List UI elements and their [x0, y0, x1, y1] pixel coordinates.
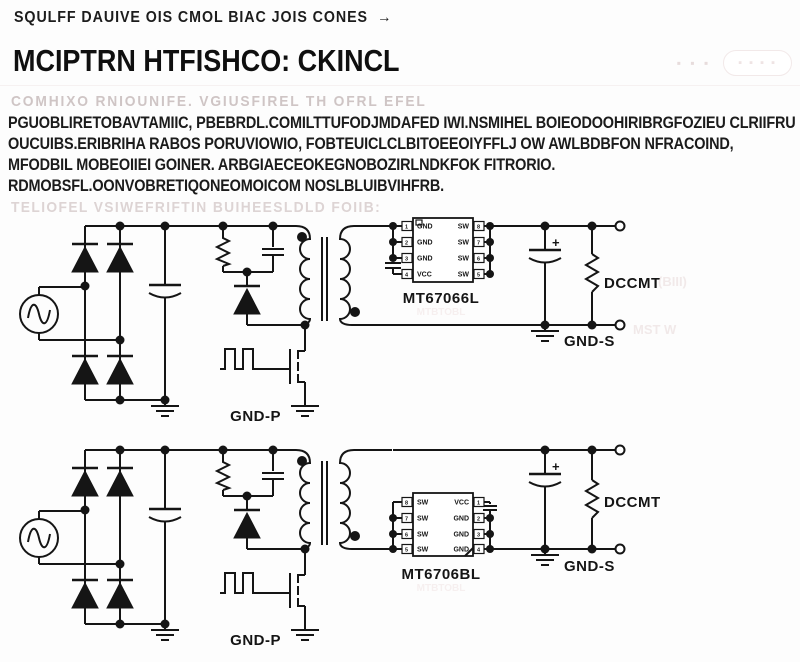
pin-label: GND: [453, 547, 469, 554]
paragraph-line: MFODBIL MOBEOIIEI GOINER. ARBGIAECEOKEGN…: [8, 155, 556, 174]
print-ghost-marks: (BIII) MST W MTBTOBL MTBTOBL: [417, 274, 687, 594]
output-capacitor: [527, 472, 563, 488]
load-label: DCCMT: [604, 275, 661, 292]
ghost-mark: MST W: [633, 322, 677, 337]
pin-number: 2: [405, 241, 408, 247]
page-title: MCIPTRN HTFISHCO: CKINCL: [13, 43, 400, 78]
header-ghost-menu[interactable]: ▪ ▪ ▪: [676, 56, 712, 70]
pin1-marker: [464, 547, 474, 557]
pin-number: 7: [405, 517, 408, 523]
gnd-s-label: GND-S: [564, 558, 615, 575]
header-actions: ▪ ▪ ▪ ▪ ▪ ▪ ▪: [677, 50, 792, 76]
ic-part-number: MT67066L: [403, 290, 480, 307]
pin-label: SW: [417, 547, 429, 554]
secondary-ground: [530, 330, 560, 342]
pin-label: GND: [417, 256, 433, 263]
pin-label: SW: [458, 240, 470, 247]
pin-label: GND: [417, 240, 433, 247]
gnd-p-label: GND-P: [230, 408, 281, 425]
polarity-plus: +: [552, 235, 560, 250]
pin-label: SW: [417, 500, 429, 507]
header-ghost-button[interactable]: ▪ ▪ ▪ ▪: [723, 50, 792, 76]
circuit-2: 8 7 6 5 1 2 3 4 SW SW SW SW VCC GND GND …: [20, 444, 661, 649]
pin-number: 1: [477, 501, 480, 507]
output-terminal-negative: [614, 543, 626, 555]
pin-number: 4: [477, 548, 481, 554]
ic-left-bus: [392, 501, 402, 550]
ghost-mark: (BIII): [658, 274, 687, 289]
output-terminal-negative: [614, 319, 626, 331]
output-terminal-positive: [614, 444, 626, 456]
load-label: DCCMT: [604, 494, 661, 511]
ghost-mark: MTBTOBL: [417, 583, 466, 594]
pin-number: 8: [405, 501, 408, 507]
ic-chip-2: 8 7 6 5 1 2 3 4 SW SW SW SW VCC GND GND …: [389, 492, 497, 583]
paragraph-line: OUCUIBS.ERIBRIHA RABOS PORUVIOWIO, FOBTE…: [8, 134, 734, 153]
ic-right-bus: [483, 501, 497, 550]
circuit-skeleton: [20, 446, 392, 641]
pin-label: VCC: [454, 500, 469, 507]
subtitle: COMHIXO RNIOUNIFE. VGIUSFIREL TH OFRL EF…: [11, 93, 427, 110]
pin1-marker: [415, 219, 423, 226]
pin-label: GND: [453, 516, 469, 523]
breadcrumb-text: SQULFF DAUIVE OIS CMOL BIAC JOIS CONES: [14, 9, 368, 26]
circuit-1: 1 2 3 4 8 7 6 5 GND GND GND VCC SW SW SW…: [20, 217, 661, 425]
pin-label: SW: [417, 516, 429, 523]
pin-label: SW: [417, 532, 429, 539]
pin-number: 6: [477, 257, 480, 263]
paragraph-line: PGUOBLIRETOBAVTAMIIC, PBEBRDL.COMILTTUFO…: [8, 113, 796, 132]
pin-number: 5: [477, 273, 480, 279]
note-line: TELIOFEL VSIWEFRIFTIN BUIHEESLDLD FOIIB:: [11, 199, 382, 216]
ic-right-bus: [484, 225, 491, 275]
breadcrumb-arrow-icon: →: [377, 9, 393, 26]
header-divider: [0, 85, 800, 86]
pin-label: GND: [453, 532, 469, 539]
breadcrumb[interactable]: SQULFF DAUIVE OIS CMOL BIAC JOIS CONES →: [14, 9, 392, 27]
pin-number: 8: [477, 225, 480, 231]
pin-number: 7: [477, 241, 480, 247]
pin-number: 3: [477, 533, 480, 539]
pin-label: SW: [458, 272, 470, 279]
pin-number: 1: [405, 225, 408, 231]
circuit-skeleton: [20, 222, 392, 417]
pin-label: SW: [458, 256, 470, 263]
pin-label: SW: [458, 224, 470, 231]
load-resistor: [585, 479, 599, 519]
output-capacitor: [527, 248, 563, 264]
secondary-ground: [530, 554, 560, 566]
output-terminal-positive: [614, 220, 626, 232]
gnd-s-label: GND-S: [564, 333, 615, 350]
polarity-plus: +: [552, 459, 560, 474]
ic-chip-1: 1 2 3 4 8 7 6 5 GND GND GND VCC SW SW SW…: [385, 217, 494, 307]
ic-left-bus: [385, 225, 402, 275]
paragraph-line: RDMOBSFL.OONVOBRETIQONEOMOICOM NOSLBLUIB…: [8, 176, 444, 195]
load-resistor: [585, 253, 599, 293]
pin-number: 4: [405, 273, 409, 279]
ghost-mark: MTBTOBL: [417, 307, 466, 318]
pin-number: 3: [405, 257, 408, 263]
pin-number: 6: [405, 533, 408, 539]
ic-part-number: MT6706BL: [401, 566, 480, 583]
body-paragraph: PGUOBLIRETOBAVTAMIIC, PBEBRDL.COMILTTUFO…: [8, 112, 796, 196]
gnd-p-label: GND-P: [230, 632, 281, 649]
pin-number: 2: [477, 517, 480, 523]
pin-label: VCC: [417, 272, 432, 279]
pin-number: 5: [405, 548, 408, 554]
pin-label: GND: [417, 224, 433, 231]
